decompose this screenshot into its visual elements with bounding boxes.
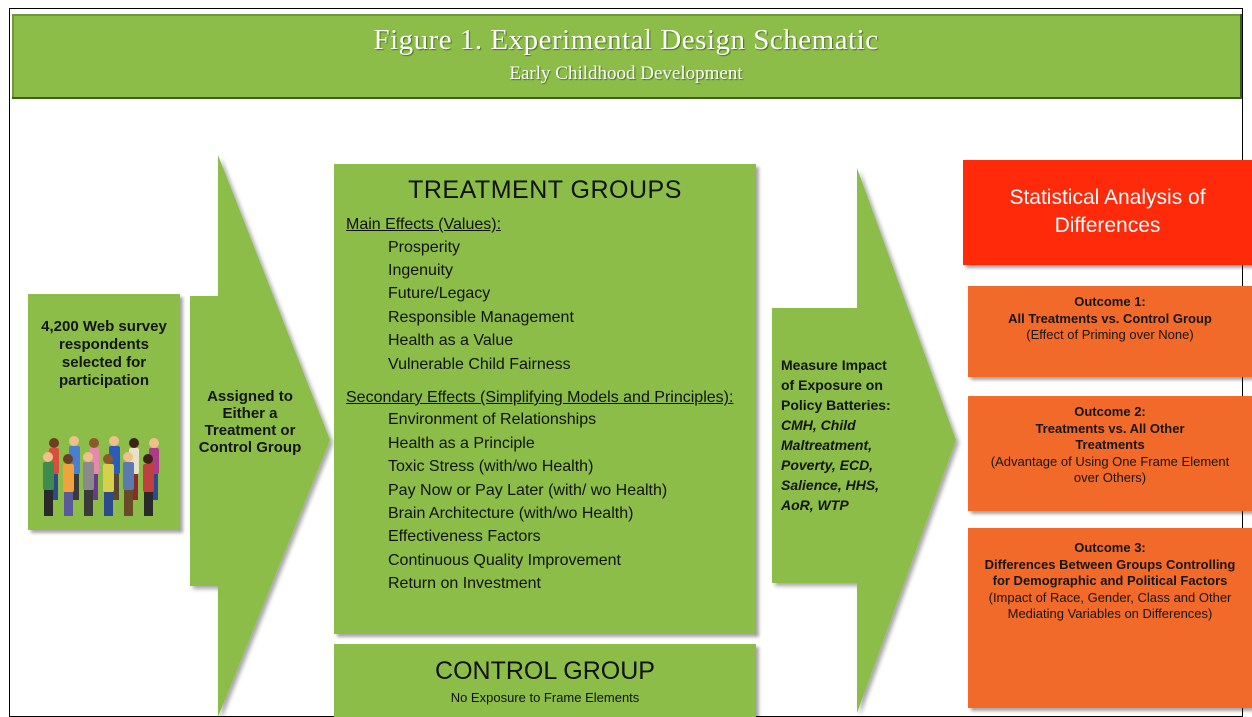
measure-impact-label: Measure Impact of Exposure on Policy Bat…: [781, 355, 901, 515]
treatment-groups-title: TREATMENT GROUPS: [408, 176, 682, 204]
outcome-3-box: Outcome 3: Differences Between Groups Co…: [968, 528, 1252, 708]
outcome-3-label: Outcome 3:: [1074, 540, 1146, 555]
main-effects-item: Vulnerable Child Fairness: [388, 355, 571, 373]
main-effects-item: Health as a Value: [388, 332, 514, 350]
secondary-effects-item: Pay Now or Pay Later (with/ wo Health): [388, 481, 668, 499]
secondary-effects-item: Return on Investment: [388, 575, 541, 593]
outcome-1-detail: (Effect of Priming over None): [1026, 327, 1194, 342]
control-group-box: CONTROL GROUP No Exposure to Frame Eleme…: [334, 644, 756, 717]
main-effects-item: Future/Legacy: [388, 285, 491, 303]
secondary-effects-item: Continuous Quality Improvement: [388, 551, 621, 569]
people-figures: [43, 436, 159, 516]
secondary-effects-heading: Secondary Effects (Simplifying Models an…: [346, 388, 734, 406]
measure-batteries: CMH, Child Maltreatment, Poverty, ECD, S…: [781, 417, 880, 513]
outcome-3-detail: (Impact of Race, Gender, Class and Other…: [988, 589, 1232, 622]
title-banner: Figure 1. Experimental Design Schematic …: [12, 14, 1242, 99]
measure-arrow: [772, 168, 956, 713]
main-effects-heading: Main Effects (Values):: [346, 216, 502, 233]
outcome-1-heading: All Treatments vs. Control Group: [1008, 310, 1212, 326]
people-group-image: [43, 436, 159, 516]
figure-title: Figure 1. Experimental Design Schematic: [373, 24, 879, 56]
outcome-2-detail: (Advantage of Using One Frame Element ov…: [990, 453, 1230, 486]
measure-lead: Measure Impact of Exposure on Policy Bat…: [781, 357, 891, 413]
statistical-analysis-title: Statistical Analysis of Differences: [1009, 186, 1206, 237]
figure-subtitle: Early Childhood Development: [509, 63, 743, 84]
outcome-1-box: Outcome 1: All Treatments vs. Control Gr…: [968, 286, 1252, 377]
secondary-effects-item: Brain Architecture (with/wo Health): [388, 505, 634, 523]
main-effects-item: Responsible Management: [388, 308, 574, 326]
statistical-analysis-box: Statistical Analysis of Differences: [963, 160, 1252, 265]
respondents-box: 4,200 Web survey respondents selected fo…: [28, 294, 180, 530]
assignment-arrow: [190, 155, 330, 717]
outcome-3-heading: Differences Between Groups Controlling f…: [984, 556, 1236, 589]
treatment-groups-box: TREATMENT GROUPS Main Effects (Values): …: [334, 164, 756, 634]
secondary-effects-item: Effectiveness Factors: [388, 528, 541, 546]
outcome-2-box: Outcome 2: Treatments vs. All Other Trea…: [968, 396, 1252, 511]
control-group-title: CONTROL GROUP: [435, 657, 655, 685]
secondary-effects-item: Toxic Stress (with/wo Health): [388, 458, 594, 476]
secondary-effects-item: Environment of Relationships: [388, 411, 597, 429]
control-group-subtitle: No Exposure to Frame Elements: [450, 690, 640, 705]
outcome-2-heading: Treatments vs. All Other Treatments: [1035, 420, 1185, 453]
respondents-text: 4,200 Web survey respondents selected fo…: [41, 318, 167, 389]
outcome-2-label: Outcome 2:: [1074, 404, 1146, 419]
main-effects-item: Prosperity: [388, 238, 461, 256]
main-effects-item: Ingenuity: [388, 261, 453, 279]
outcome-1-label: Outcome 1:: [1074, 294, 1146, 309]
assignment-label: Assigned to Either a Treatment or Contro…: [198, 388, 302, 456]
secondary-effects-item: Health as a Principle: [388, 434, 535, 452]
